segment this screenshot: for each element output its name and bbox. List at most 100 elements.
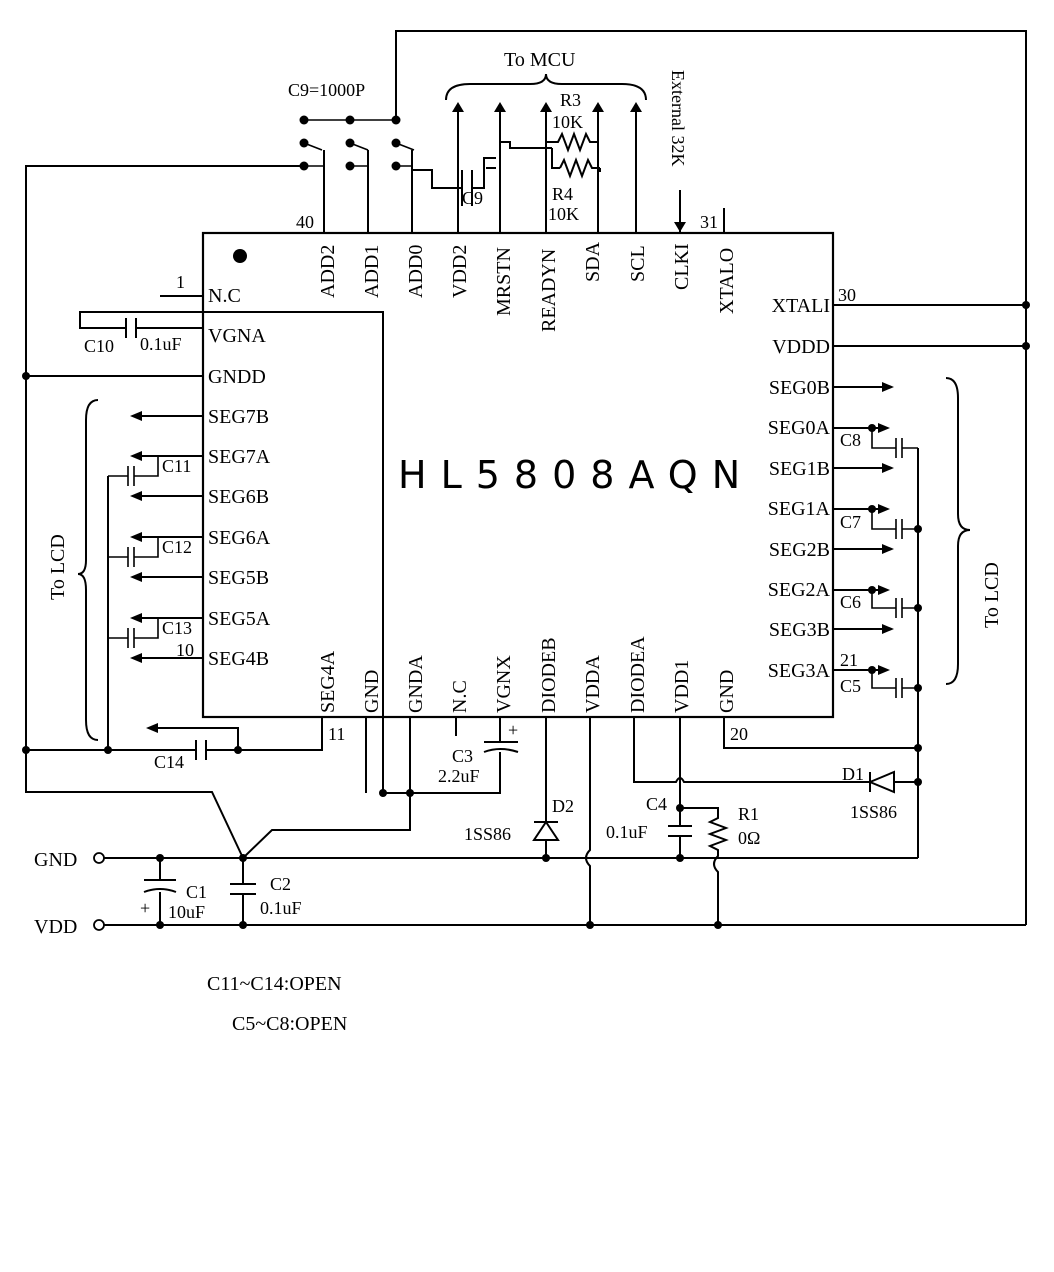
- d2-part-label: 1SS86: [464, 824, 511, 844]
- capacitor-c14: [195, 740, 207, 760]
- pin-xtalo: XTALO: [716, 248, 738, 314]
- arrow-scl: [630, 102, 642, 112]
- pin-number-11: 11: [328, 724, 345, 744]
- vdd-terminal-label: VDD: [34, 916, 77, 938]
- junction-vdda-rail: [586, 921, 594, 929]
- wire-vgna-frame: [203, 311, 410, 794]
- pin-add0: ADD0: [405, 245, 427, 298]
- junction-left-bus: [104, 746, 112, 754]
- c9-leads: [472, 157, 496, 189]
- capacitor-c6: [871, 590, 918, 618]
- c1-plus-label: +: [140, 898, 150, 918]
- r4-value-label: 10K: [548, 204, 579, 224]
- top-pin-labels: ADD2 ADD1 ADD0 VDD2 MRSTN READYN SDA SCL…: [317, 241, 738, 332]
- junction-c6: [914, 604, 922, 612]
- pin-seg3a: SEG3A: [768, 660, 831, 682]
- c4-ref-label: C4: [646, 794, 667, 814]
- chip-name: HL5808AQN: [398, 453, 754, 497]
- c9-ref-label: C9: [462, 188, 483, 208]
- pin-seg5b: SEG5B: [208, 567, 269, 589]
- vdd-terminal[interactable]: [93, 919, 105, 931]
- arrow-sda: [592, 102, 604, 112]
- capacitor-c4: [668, 825, 692, 837]
- pin-vdd2: VDD2: [449, 245, 471, 298]
- note-c11-c14: C11~C14:OPEN: [207, 973, 342, 995]
- pin-seg3b: SEG3B: [769, 619, 830, 641]
- arrow-seg0a: [878, 423, 890, 433]
- arrow-seg1a: [878, 504, 890, 514]
- pin-seg7a: SEG7A: [208, 446, 271, 468]
- capacitor-c5: [871, 670, 918, 698]
- r1-ref-label: R1: [738, 804, 759, 824]
- c3-plus-label: +: [508, 720, 518, 740]
- wire-seg4a-arrow: [156, 727, 239, 750]
- r1-value-label: 0Ω: [738, 828, 760, 848]
- arrow-seg2a: [878, 585, 890, 595]
- c14-ref-label: C14: [154, 752, 184, 772]
- pin-nc-left: N.C: [208, 285, 241, 307]
- wire-gnd-pin20: [723, 717, 918, 749]
- arrow-seg7b: [130, 411, 142, 421]
- capacitor-c7: [871, 509, 918, 539]
- c10-ref-label: C10: [84, 336, 114, 356]
- pin-seg6a: SEG6A: [208, 527, 271, 549]
- capacitor-c8: [871, 428, 918, 458]
- capacitor-c13: [108, 618, 159, 648]
- junction-c5: [914, 684, 922, 692]
- junction-c2-bottom: [239, 921, 247, 929]
- pin-gnd-bottom-1: GND: [361, 670, 383, 713]
- pin-mrstn: MRSTN: [493, 247, 515, 316]
- junction-seg2a: [868, 586, 876, 594]
- pin-nc-bottom: N.C: [449, 680, 471, 713]
- c4-value-label: 0.1uF: [606, 822, 648, 842]
- arrow-seg4a: [146, 723, 158, 733]
- d1-ref-label: D1: [842, 764, 864, 784]
- pin-diodeb: DIODEB: [538, 637, 560, 713]
- chip-body: [201, 231, 835, 719]
- diode-d1: [867, 770, 918, 794]
- resistor-r4: [559, 157, 600, 179]
- arrow-seg7a: [130, 451, 142, 461]
- gnd-terminal-label: GND: [34, 849, 77, 871]
- gnd-terminal[interactable]: [93, 852, 105, 864]
- pin-seg4b: SEG4B: [208, 648, 269, 670]
- left-pin-labels: N.C VGNA GNDD SEG7B SEG7A SEG6B SEG6A SE…: [208, 285, 271, 670]
- wire-gnda: [242, 717, 411, 859]
- pin-gnd-bottom-2: GND: [716, 670, 738, 713]
- wire-seg4a: [26, 717, 323, 751]
- junction-seg3a: [868, 666, 876, 674]
- pin-vddd: VDDD: [772, 336, 830, 358]
- pin-number-21: 21: [840, 650, 858, 670]
- c11-ref-label: C11: [162, 456, 191, 476]
- pin-vgnx: VGNX: [493, 655, 515, 713]
- junction-vddd: [1022, 342, 1030, 350]
- pin-seg0a: SEG0A: [768, 417, 831, 439]
- bottom-pin-labels: SEG4A GND GNDA N.C VGNX DIODEB VDDA DIOD…: [317, 636, 738, 713]
- c2-value-label: 0.1uF: [260, 898, 302, 918]
- pin-add2: ADD2: [317, 245, 339, 298]
- arrow-seg4b: [130, 653, 142, 663]
- arrow-seg6b: [130, 491, 142, 501]
- pin-vgna: VGNA: [208, 325, 266, 347]
- c6-ref-label: C6: [840, 592, 861, 612]
- r3-ref-label: R3: [560, 90, 581, 110]
- c13-ref-label: C13: [162, 618, 192, 638]
- pin-number-31: 31: [700, 212, 718, 232]
- c5-ref-label: C5: [840, 676, 861, 696]
- to-lcd-left-label: To LCD: [47, 534, 69, 600]
- wire-top-frame: [395, 30, 1027, 925]
- c10-value-label: 0.1uF: [140, 334, 182, 354]
- external-32k-label: External 32K: [668, 70, 688, 166]
- resistor-r1: [680, 807, 729, 925]
- arrow-readyn: [540, 102, 552, 112]
- to-lcd-brace-left: [77, 399, 99, 741]
- c12-ref-label: C12: [162, 537, 192, 557]
- capacitor-c3: [410, 741, 519, 794]
- pin-numbers: 40 31 1 30 10 21 11 20: [176, 212, 858, 744]
- pin-sda: SDA: [582, 241, 604, 282]
- pin-add1: ADD1: [361, 245, 383, 298]
- arrow-seg5a: [130, 613, 142, 623]
- r4-ref-label: R4: [552, 184, 573, 204]
- d2-ref-label: D2: [552, 796, 574, 816]
- pin-seg2b: SEG2B: [769, 539, 830, 561]
